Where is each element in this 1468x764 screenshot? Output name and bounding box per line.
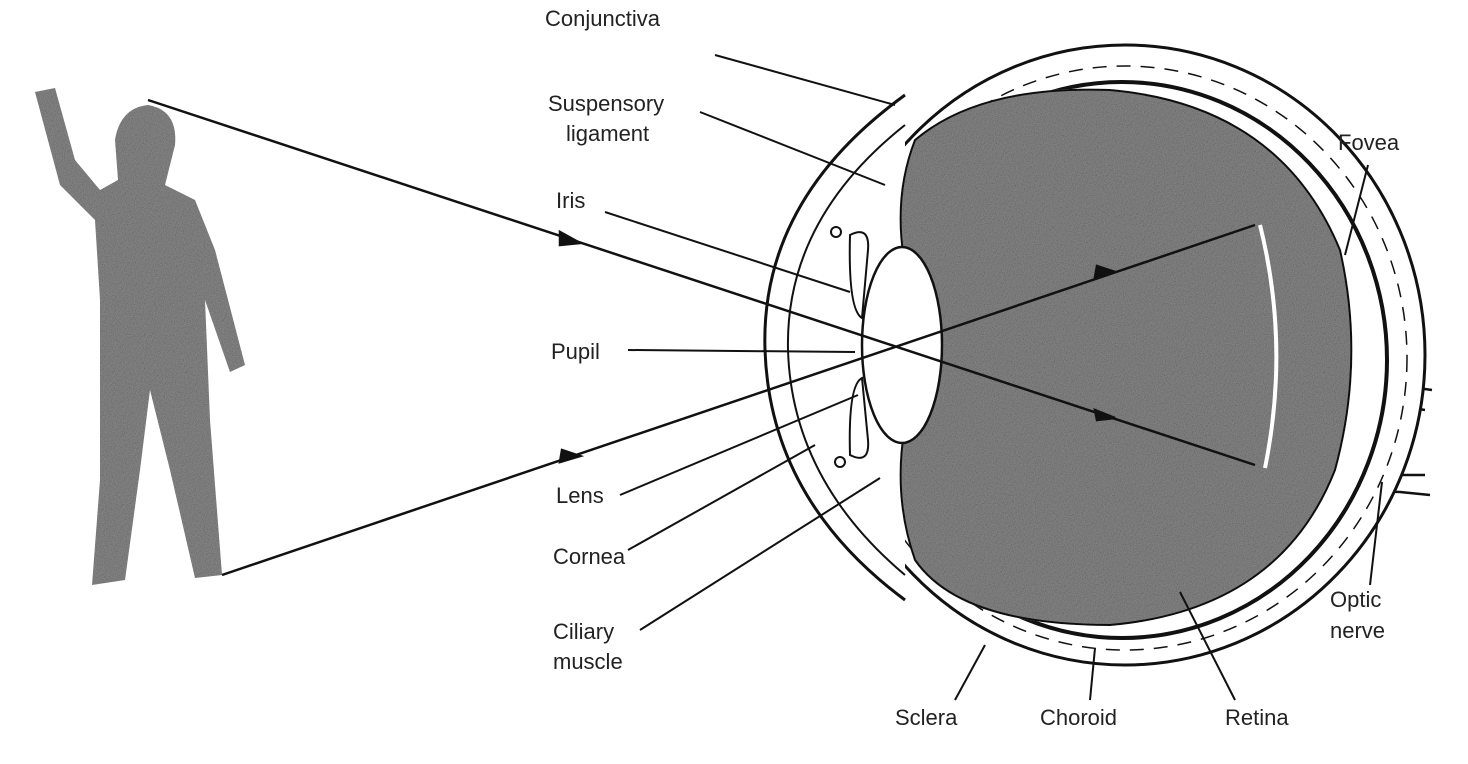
label-optic-nerve-2: nerve	[1330, 618, 1386, 643]
label-choroid: Choroid	[1040, 705, 1118, 730]
label-conjunctiva: Conjunctiva	[545, 6, 660, 31]
label-optic-nerve: Optic	[1330, 587, 1382, 612]
label-suspensory-ligament: Suspensory	[548, 91, 665, 116]
label-ciliary-muscle-2: muscle	[553, 649, 623, 674]
label-ciliary-muscle: Ciliary	[553, 619, 615, 644]
label-suspensory-ligament-2: ligament	[566, 121, 650, 146]
vitreous-body	[899, 88, 1353, 627]
light-rays	[147, 98, 1256, 577]
label-retina: Retina	[1225, 705, 1289, 730]
iris	[830, 226, 870, 468]
leader-lines	[604, 54, 1383, 701]
label-pupil: Pupil	[551, 339, 600, 364]
cornea	[763, 93, 906, 602]
label-cornea: Cornea	[553, 544, 626, 569]
label-sclera: Sclera	[895, 705, 958, 730]
person-silhouette	[35, 88, 245, 585]
label-lens: Lens	[556, 483, 604, 508]
label-iris: Iris	[556, 188, 586, 213]
label-fovea: Fovea	[1338, 130, 1400, 155]
